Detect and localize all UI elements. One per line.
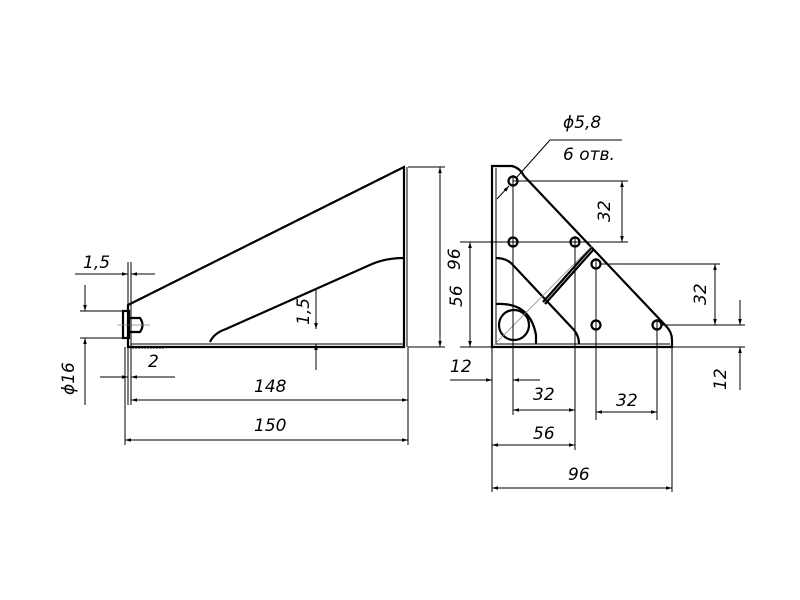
dim-right-spacing: 32 <box>691 283 711 305</box>
dim-width: 96 <box>568 465 590 485</box>
hole-count: 6 отв. <box>563 145 615 165</box>
inner-gusset-line <box>208 256 405 343</box>
plate-outline <box>490 164 674 349</box>
dim-boss-diameter: ϕ16 <box>59 362 79 395</box>
large-hole <box>497 308 531 342</box>
hole-callout: ϕ5,8 <box>563 113 601 133</box>
front-view: ϕ5,8 6 отв. 32 32 12 56 12 32 32 56 96 <box>447 113 745 492</box>
boss <box>121 309 131 340</box>
dim-inner-thickness: 1,5 <box>294 298 314 325</box>
dim-wall-thickness: 1,5 <box>83 253 110 273</box>
dim-right-offset: 12 <box>711 368 731 390</box>
dim-bottom-56: 56 <box>533 424 555 444</box>
dim-left-height: 56 <box>447 285 467 307</box>
dim-bottom-32-b: 32 <box>616 391 638 411</box>
dim-offset: 2 <box>148 352 159 372</box>
hole-leader <box>516 139 622 178</box>
dim-bottom-32-a: 32 <box>533 385 555 405</box>
dim-total-length: 150 <box>254 416 286 436</box>
dim-top-spacing: 32 <box>595 200 615 222</box>
side-view: 1,5 ϕ16 2 1,5 96 148 150 <box>59 165 465 445</box>
gusset-outline <box>495 256 581 345</box>
dim-height: 96 <box>445 248 465 270</box>
dim-inner-length: 148 <box>254 377 287 397</box>
dim-left-offset: 12 <box>450 357 472 377</box>
bracket-outline <box>126 165 406 349</box>
